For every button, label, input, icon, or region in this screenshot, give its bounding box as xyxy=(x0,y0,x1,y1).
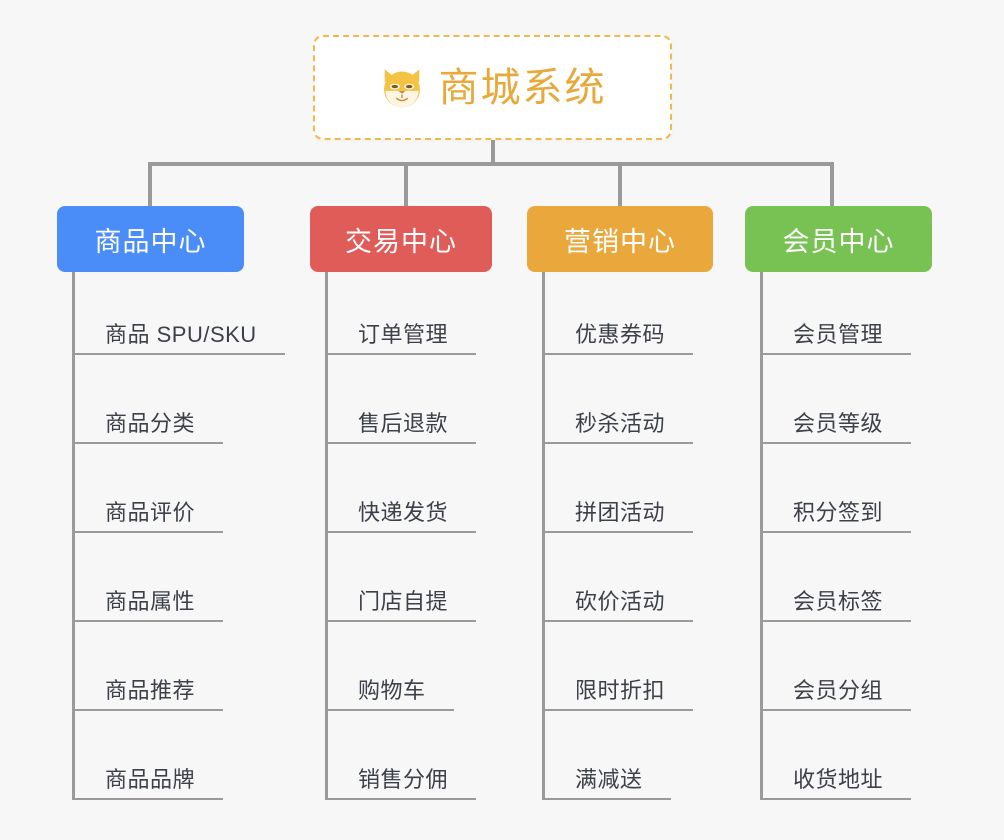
leaf-underline xyxy=(763,620,911,622)
leaf-underline xyxy=(763,798,911,800)
leaf-underline xyxy=(328,531,476,533)
category-box-marketing-center[interactable]: 营销中心 xyxy=(527,206,713,272)
leaf-spine-marketing-center xyxy=(542,272,545,800)
root-title: 商城系统 xyxy=(438,65,607,110)
connector-drop-member-center xyxy=(830,162,834,206)
leaf-underline xyxy=(75,709,223,711)
leaf-label: 会员分组 xyxy=(793,678,884,703)
leaf-label: 优惠券码 xyxy=(575,322,666,347)
leaf-underline xyxy=(328,353,476,355)
leaf-label: 会员等级 xyxy=(793,411,884,436)
leaf-underline xyxy=(75,798,223,800)
category-label-member-center: 会员中心 xyxy=(782,226,895,257)
leaf-label: 销售分佣 xyxy=(358,767,449,792)
leaf-underline xyxy=(328,620,476,622)
connector-drop-trade-center xyxy=(404,162,408,206)
leaf-label: 秒杀活动 xyxy=(575,411,666,436)
leaf-underline xyxy=(545,442,693,444)
leaf-underline xyxy=(545,709,693,711)
leaf-label: 商品品牌 xyxy=(105,767,196,792)
leaf-label: 购物车 xyxy=(358,678,426,703)
category-label-trade-center: 交易中心 xyxy=(345,226,457,257)
leaf-spine-member-center xyxy=(760,272,763,800)
leaf-spine-trade-center xyxy=(325,272,328,800)
leaf-label: 售后退款 xyxy=(358,411,449,436)
leaf-underline xyxy=(763,442,911,444)
root-node[interactable]: 商城系统 xyxy=(313,35,672,140)
leaf-underline xyxy=(75,353,285,355)
category-label-product-center: 商品中心 xyxy=(94,226,207,257)
leaf-label: 商品推荐 xyxy=(105,678,196,703)
connector-drop-marketing-center xyxy=(618,162,622,206)
leaf-underline xyxy=(328,709,454,711)
leaf-label: 商品评价 xyxy=(105,500,196,525)
leaf-spine-product-center xyxy=(72,272,75,800)
category-box-product-center[interactable]: 商品中心 xyxy=(57,206,244,272)
connector-drop-product-center xyxy=(148,162,152,206)
leaf-label: 限时折扣 xyxy=(575,678,666,703)
leaf-underline xyxy=(545,798,671,800)
leaf-label: 商品属性 xyxy=(105,589,196,614)
shiba-dog-icon xyxy=(383,68,420,107)
connector-root-stem xyxy=(491,140,495,164)
leaf-label: 商品分类 xyxy=(105,411,196,436)
connector-horizontal-bar xyxy=(148,162,834,166)
leaf-underline xyxy=(763,353,911,355)
leaf-label: 满减送 xyxy=(575,767,643,792)
leaf-underline xyxy=(545,531,693,533)
leaf-label: 商品 SPU/SKU xyxy=(105,322,257,347)
leaf-label: 订单管理 xyxy=(358,322,449,347)
leaf-underline xyxy=(545,353,693,355)
leaf-label: 门店自提 xyxy=(358,589,449,614)
category-box-trade-center[interactable]: 交易中心 xyxy=(310,206,492,272)
leaf-label: 积分签到 xyxy=(793,500,884,525)
leaf-underline xyxy=(763,709,911,711)
leaf-label: 砍价活动 xyxy=(575,589,666,614)
leaf-label: 会员标签 xyxy=(793,589,884,614)
category-box-member-center[interactable]: 会员中心 xyxy=(745,206,932,272)
leaf-label: 会员管理 xyxy=(793,322,884,347)
leaf-underline xyxy=(328,798,476,800)
leaf-underline xyxy=(545,620,693,622)
leaf-underline xyxy=(75,442,223,444)
leaf-label: 快递发货 xyxy=(358,500,449,525)
category-label-marketing-center: 营销中心 xyxy=(564,226,676,257)
leaf-label: 拼团活动 xyxy=(575,500,666,525)
leaf-underline xyxy=(763,531,911,533)
leaf-label: 收货地址 xyxy=(793,767,884,792)
leaf-underline xyxy=(328,442,476,444)
leaf-underline xyxy=(75,531,223,533)
leaf-underline xyxy=(75,620,223,622)
